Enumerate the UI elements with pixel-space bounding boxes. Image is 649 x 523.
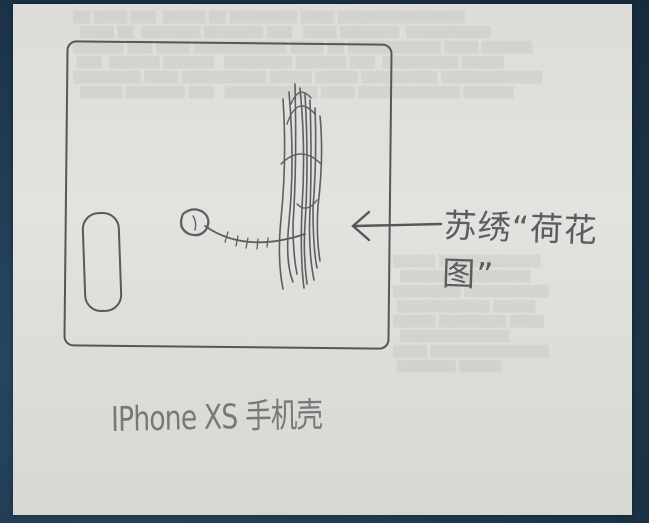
left-arrow-icon <box>351 210 443 242</box>
bleed-through-texture-2: ▒▒▒▒▒ ▒▒▒▒▒▒▒▒▒▒▒▒ ▒▒▒▒▒▒ ▒▒▒▒▒▒▒▒▒ ▒▒▒▒… <box>393 255 549 373</box>
product-label: IPhone XS 手机壳 <box>110 395 323 440</box>
annotation-label: 苏绣“荷花图” <box>441 205 599 295</box>
sketch-photo: ▒▒ ▒▒▒▒ ▒▒▒ ▒▒▒▒▒ ▒▒ ▒▒▒▒▒▒▒▒ ▒▒▒▒ ▒▒▒▒▒… <box>13 4 632 515</box>
lotus-sketch-icon <box>179 83 323 290</box>
bleed-through-texture: ▒▒ ▒▒▒▒ ▒▒▒ ▒▒▒▒▒ ▒▒ ▒▒▒▒▒▒▒▒ ▒▒▒▒ ▒▒▒▒▒… <box>73 11 543 99</box>
sketch-drawing <box>179 83 443 290</box>
